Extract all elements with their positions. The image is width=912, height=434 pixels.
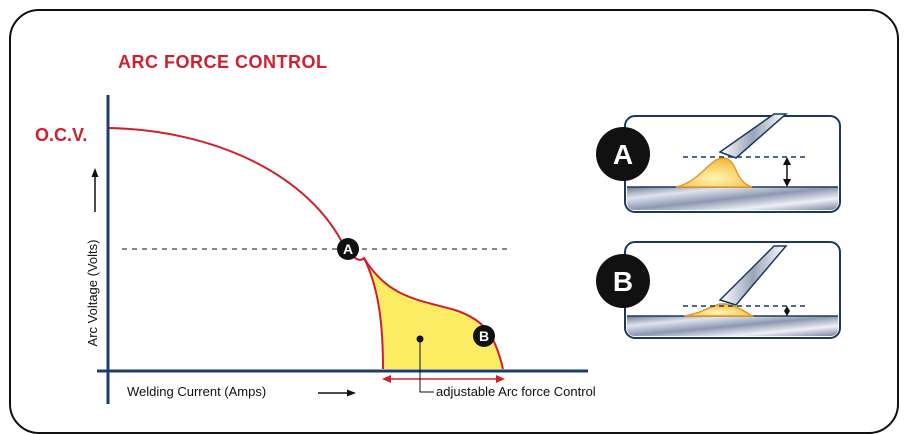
arc-force-diagram: ARC FORCE CONTROL O.C.V. Arc Voltage (Vo…: [35, 52, 841, 404]
x-axis-arrow: [318, 389, 356, 397]
weld-pool: [683, 303, 755, 317]
curve-marker-b: B: [473, 325, 495, 347]
arc-force-boundary: [363, 257, 384, 370]
panel-marker-b: B: [596, 254, 650, 308]
svg-text:B: B: [613, 266, 633, 297]
x-axis-label: Welding Current (Amps): [127, 384, 266, 399]
panel-marker-a: A: [596, 127, 650, 181]
base-metal-plate: [627, 187, 838, 210]
svg-text:A: A: [613, 139, 633, 170]
y-axis-label: Arc Voltage (Volts): [85, 240, 100, 347]
electrode-rod: [718, 113, 788, 159]
svg-text:B: B: [479, 328, 489, 344]
arc-length-arrow: [783, 157, 791, 187]
electrode-rod: [718, 245, 788, 306]
y-axis-arrow: [91, 168, 99, 212]
ocv-label: O.C.V.: [35, 125, 87, 145]
svg-text:A: A: [343, 241, 353, 257]
curve-marker-a: A: [337, 238, 359, 260]
adjustable-label: adjustable Arc force Control: [436, 384, 596, 399]
arc-length-arrow: [784, 306, 790, 316]
weld-pool: [675, 157, 753, 188]
leader-line: [419, 339, 434, 393]
arc-force-area: [364, 258, 503, 369]
inset-panel-a: [624, 113, 841, 213]
inset-panel-b: [624, 241, 841, 339]
diagram-title: ARC FORCE CONTROL: [118, 52, 328, 72]
base-metal-plate: [627, 316, 838, 336]
characteristic-curve: [107, 127, 504, 370]
adjustable-range-arrow: [382, 375, 505, 383]
